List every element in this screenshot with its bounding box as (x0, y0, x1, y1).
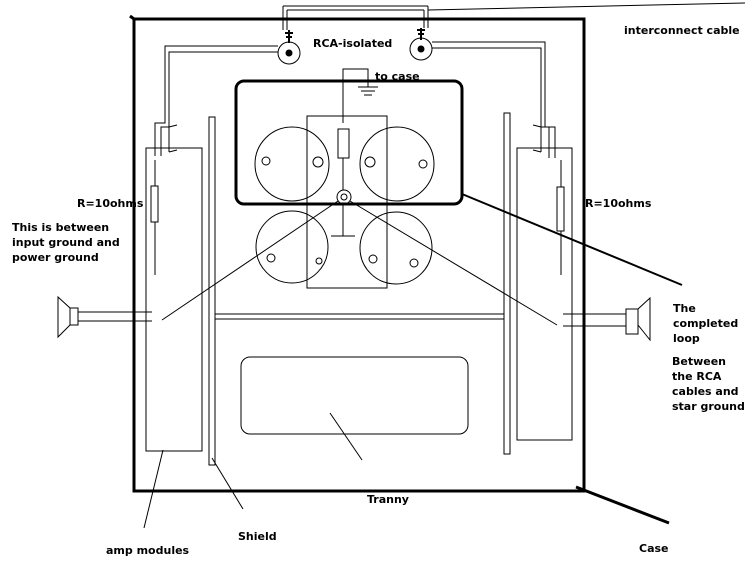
label-completed-loop: The completed loop (673, 302, 739, 345)
left-input-cable (154, 45, 278, 156)
resistor-right (556, 160, 565, 275)
rca-jack-left (277, 30, 301, 65)
capacitor-bottom-right (359, 211, 433, 285)
transformer (240, 356, 469, 435)
speaker-right (563, 296, 651, 342)
capacitor-top-right (359, 126, 435, 202)
label-interconnect-cable: interconnect cable (624, 24, 740, 37)
shield-pointer (211, 457, 244, 510)
capacitor-top-left (254, 126, 330, 202)
amp-module-right (516, 147, 573, 441)
amp-modules-pointer (143, 449, 164, 529)
capacitor-bottom-left (255, 210, 329, 284)
label-tranny: Tranny (367, 493, 409, 506)
label-to-case: to case (375, 70, 420, 83)
speaker-left (57, 295, 152, 339)
label-between-rca: Between the RCA cables and star ground (672, 355, 745, 413)
interconnect-cable (282, 2, 746, 30)
ground-lead (331, 68, 378, 237)
capacitor-board (234, 79, 464, 206)
shield-left (208, 116, 216, 466)
label-amp-modules: amp modules (106, 544, 190, 557)
case-outline (132, 17, 586, 493)
label-input-ground-note: This is between input ground and power g… (12, 221, 120, 264)
rca-jack-right (409, 28, 433, 61)
tranny-pointer (329, 412, 363, 461)
label-resistor-right: R=10ohms (585, 197, 652, 210)
resistor-left (150, 160, 159, 275)
star-ground (161, 189, 558, 326)
case-top-extension (129, 14, 135, 21)
case-pointer (575, 485, 670, 525)
tranny-bracket (214, 313, 505, 320)
amp-module-left (145, 147, 203, 452)
label-resistor-left: R=10ohms (77, 197, 144, 210)
label-case: Case (639, 542, 669, 555)
label-shield: Shield (238, 530, 277, 543)
label-rca-isolated: RCA-isolated (313, 37, 393, 50)
center-rail-box (306, 115, 388, 289)
right-input-cable (432, 41, 556, 158)
shield-right (503, 112, 511, 455)
